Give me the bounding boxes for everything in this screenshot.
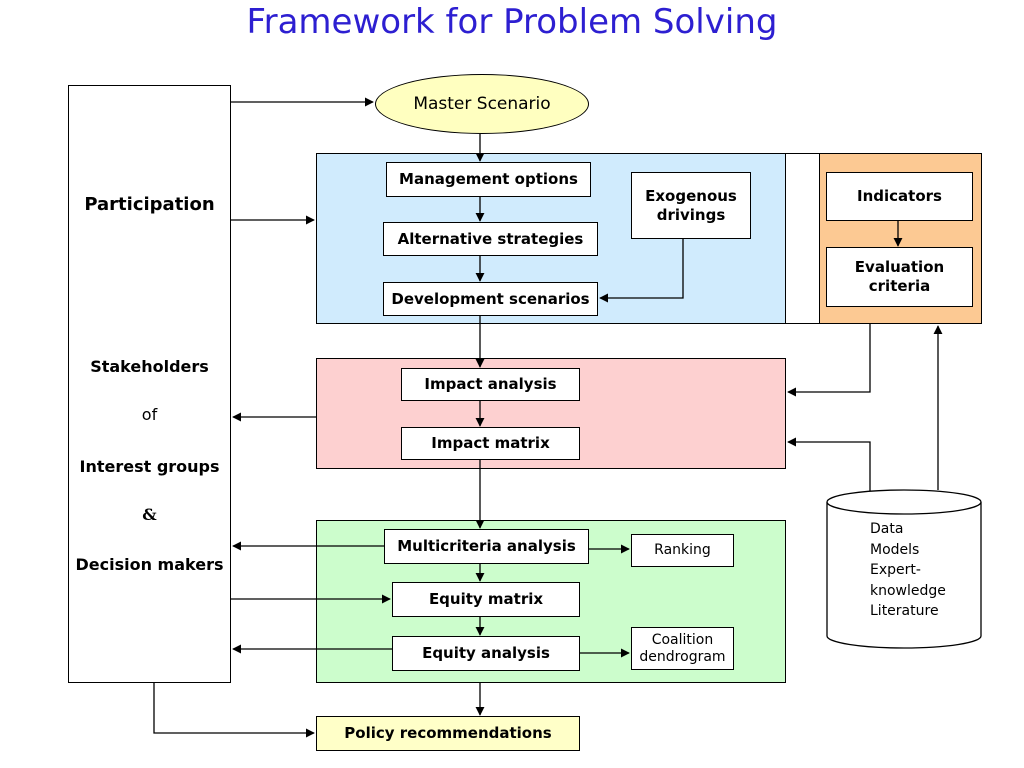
- policy-recommendations-box: Policy recommendations: [316, 716, 580, 751]
- ranking-box: Ranking: [631, 534, 734, 567]
- white-gap-region: [785, 153, 820, 324]
- arrow-database-to-pink: [787, 437, 871, 496]
- impact-analysis-box: Impact analysis: [401, 368, 580, 401]
- of-label: of: [141, 405, 158, 424]
- master-scenario-node: Master Scenario: [375, 74, 589, 134]
- impact-matrix-box: Impact matrix: [401, 427, 580, 460]
- evaluation-criteria-box: Evaluation criteria: [826, 247, 973, 307]
- multicriteria-analysis-box: Multicriteria analysis: [384, 529, 589, 564]
- equity-analysis-box: Equity analysis: [392, 636, 580, 671]
- management-options-box: Management options: [386, 162, 591, 197]
- database-item: Models: [870, 541, 920, 558]
- coalition-dendrogram-box: Coalition dendrogram: [631, 627, 734, 670]
- decision-makers-label: Decision makers: [75, 555, 224, 574]
- exogenous-drivings-box: Exogenous drivings: [631, 172, 751, 239]
- participation-label: Participation: [84, 194, 215, 215]
- database-items: Data Models Expert- knowledge Literature: [870, 519, 946, 622]
- development-scenarios-box: Development scenarios: [383, 282, 598, 316]
- arrow-participation-to-policy: [153, 683, 315, 738]
- alternative-strategies-box: Alternative strategies: [383, 222, 598, 256]
- arrow-orange-to-pink: [787, 324, 871, 397]
- database-item: Data: [870, 521, 904, 537]
- database-item: Expert-: [870, 562, 921, 578]
- ampersand-label: &: [142, 505, 157, 524]
- indicators-box: Indicators: [826, 172, 973, 221]
- participation-panel: [68, 85, 231, 683]
- stakeholders-label: Stakeholders: [90, 357, 209, 376]
- interest-groups-label: Interest groups: [79, 457, 220, 476]
- equity-matrix-box: Equity matrix: [392, 582, 580, 617]
- database-item: Literature: [870, 603, 939, 619]
- diagram-title: Framework for Problem Solving: [246, 2, 778, 42]
- database-item: knowledge: [870, 582, 946, 599]
